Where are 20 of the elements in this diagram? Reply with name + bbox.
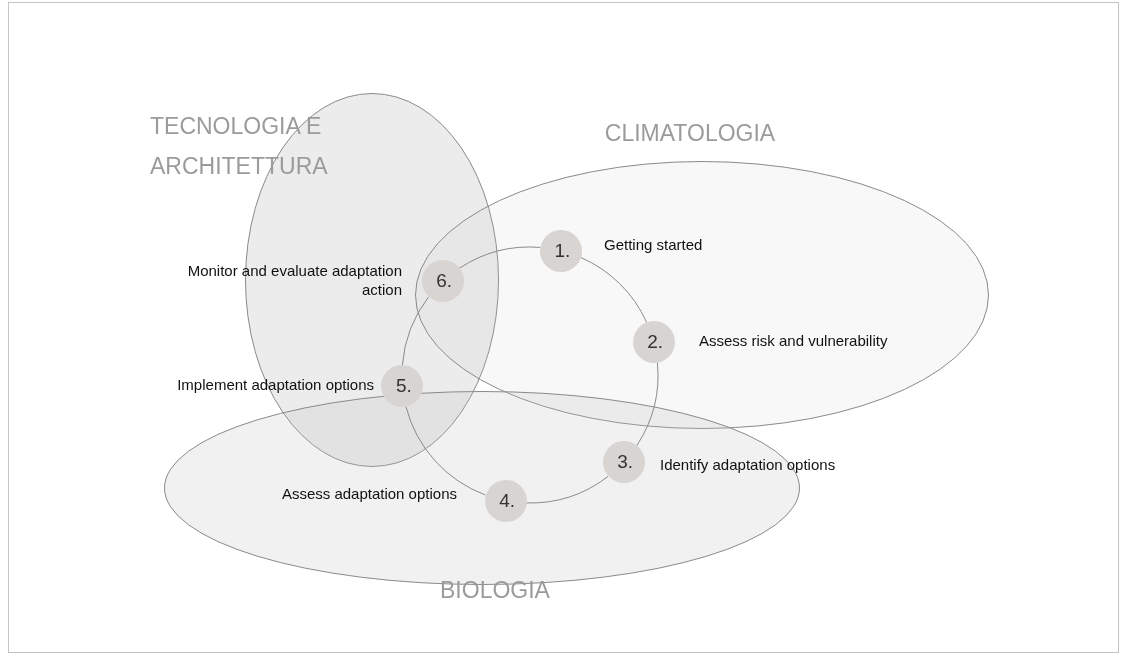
step-label: Assess risk and vulnerability — [699, 331, 889, 350]
step-label: Monitor and evaluate adaptation action — [186, 261, 402, 299]
cycle-arc — [525, 475, 609, 504]
step-circle: 2. — [632, 320, 675, 363]
step-circle: 3. — [602, 441, 645, 484]
step-label: Assess adaptation options — [280, 484, 457, 503]
cycle-arc — [580, 257, 648, 323]
cycle-arc — [405, 406, 486, 496]
step-label: Getting started — [604, 235, 704, 254]
cycle-arc — [458, 246, 541, 269]
area-heading: BIOLOGIA — [439, 576, 551, 605]
step-label: Identify adaptation options — [660, 455, 837, 474]
cycle-arc — [636, 362, 659, 447]
step-circle: 6. — [421, 260, 464, 303]
step-circle: 4. — [484, 479, 527, 522]
cycle-arc — [401, 296, 430, 366]
step-circle: 5. — [381, 365, 424, 408]
step-label: Implement adaptation options — [176, 375, 374, 394]
area-heading: CLIMATOLOGIA — [603, 119, 777, 148]
step-circle: 1. — [539, 229, 582, 272]
